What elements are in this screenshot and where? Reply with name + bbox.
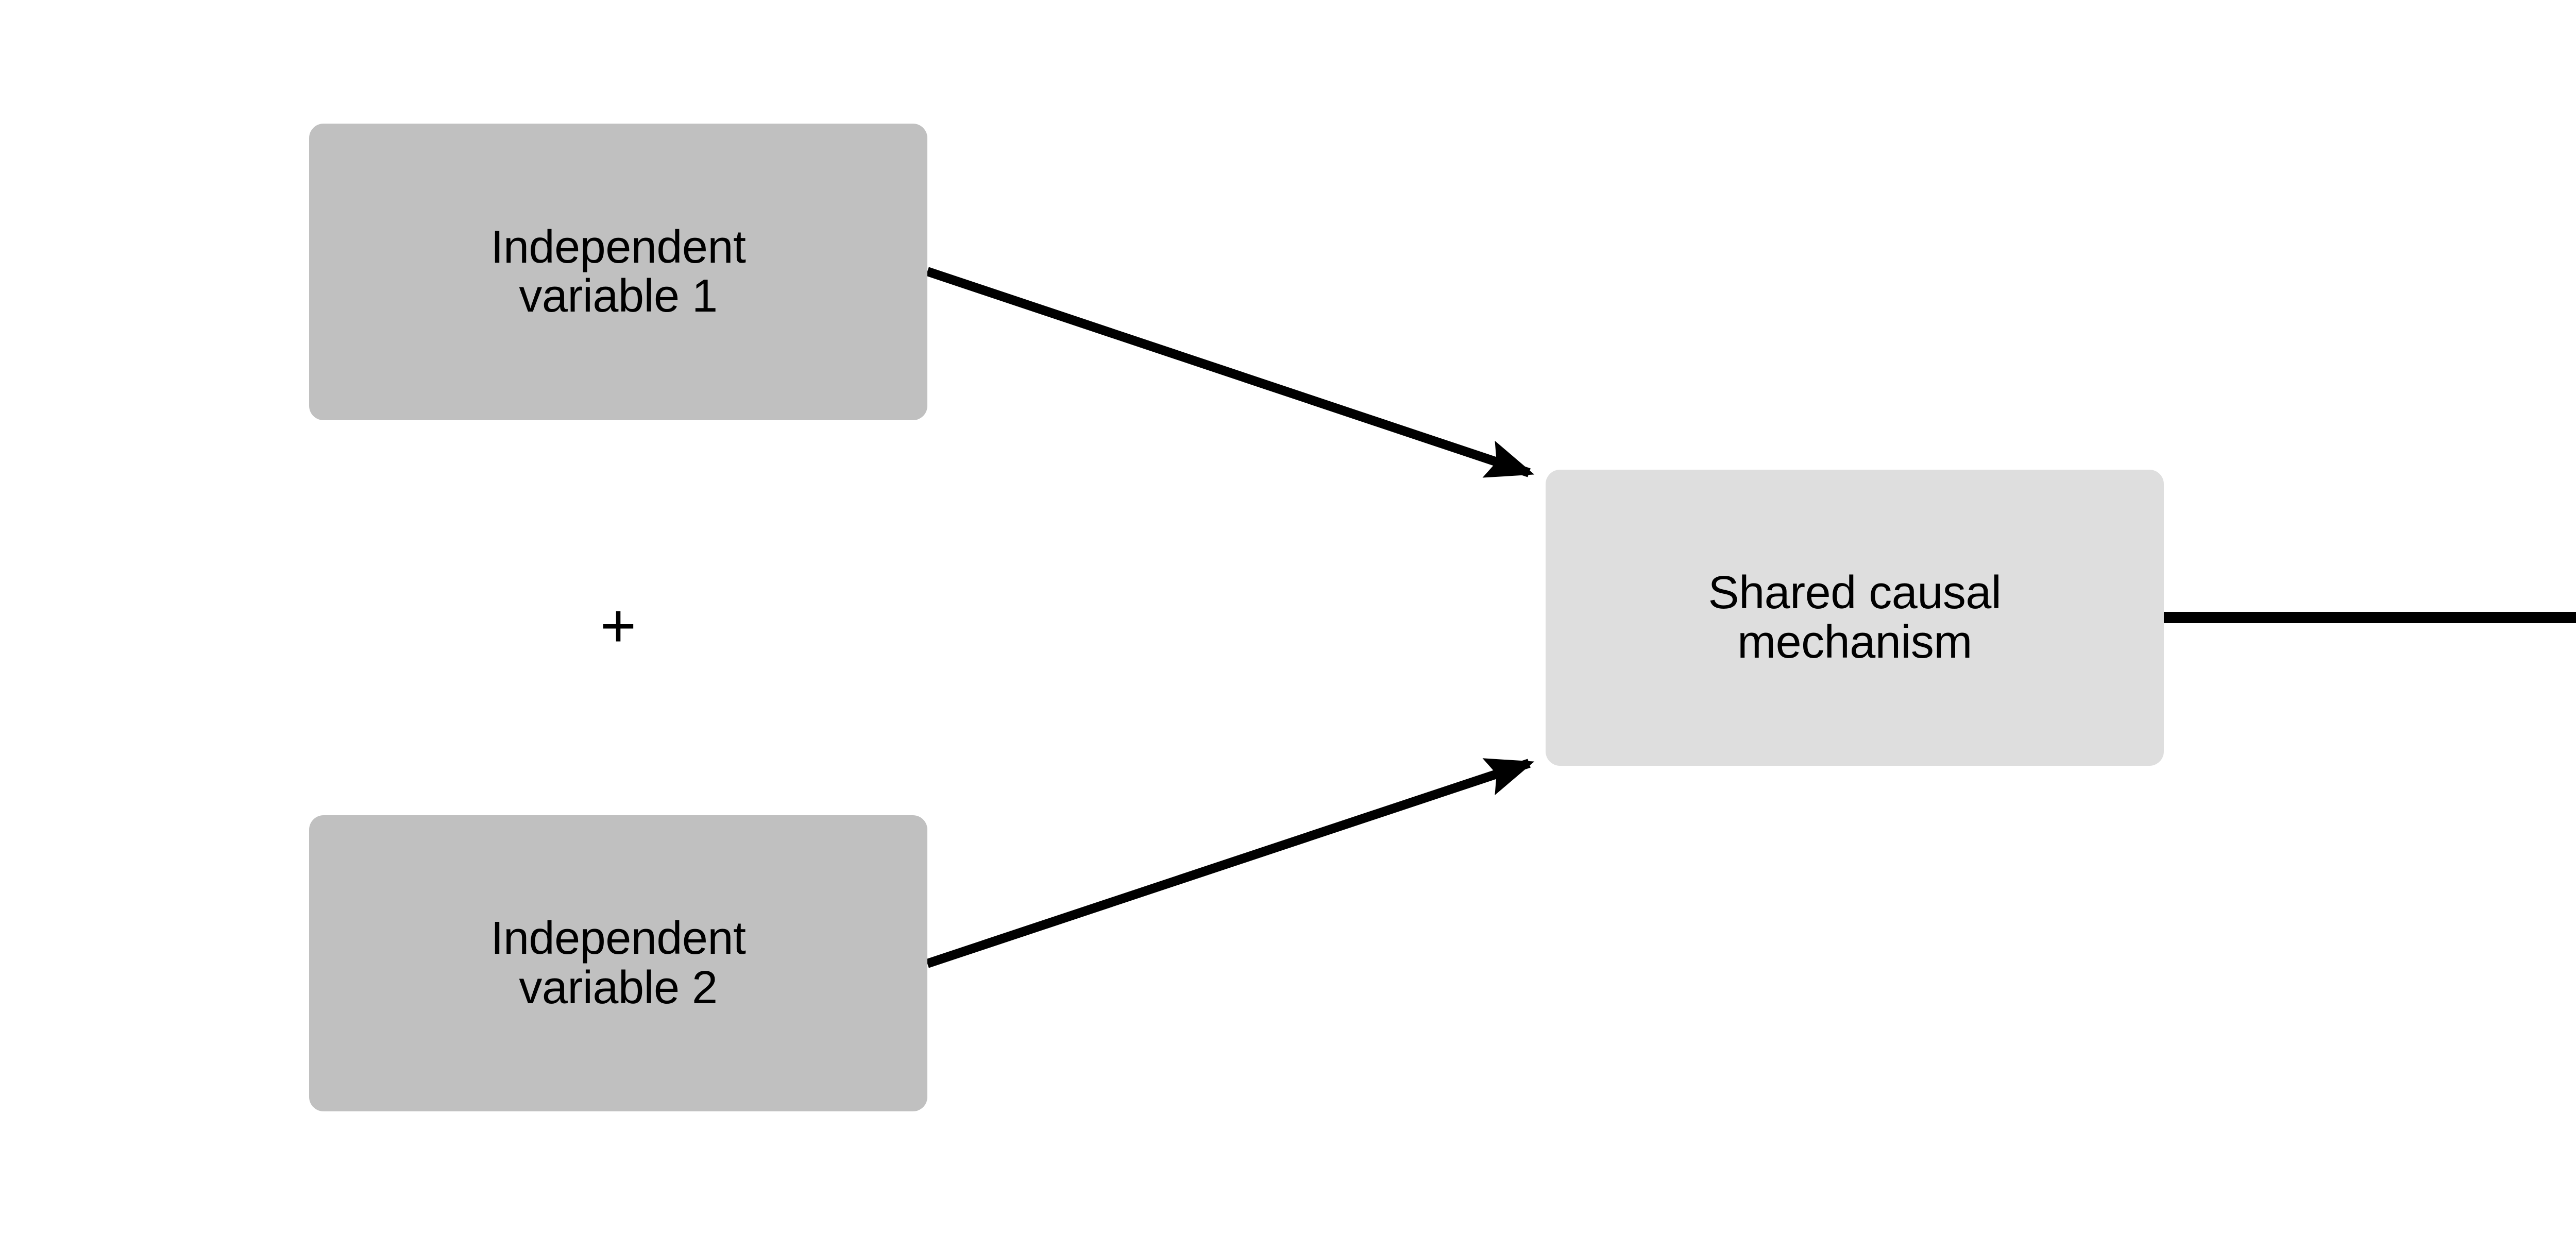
plus-operator-glyph: +	[600, 591, 637, 660]
node-label-independent-variable-1: Independent variable 1	[490, 221, 747, 322]
node-label-independent-variable-2: Independent variable 2	[490, 913, 747, 1014]
edge-iv1-to-mechanism	[926, 267, 1535, 478]
node-independent-variable-2[interactable]: Independent variable 2	[309, 815, 927, 1111]
plus-operator-icon: +	[546, 582, 690, 670]
node-label-shared-causal-mechanism: Shared causal mechanism	[1708, 567, 2002, 668]
edge-iv2-to-mechanism	[926, 758, 1535, 968]
node-independent-variable-1[interactable]: Independent variable 1	[309, 124, 927, 420]
node-shared-causal-mechanism[interactable]: Shared causal mechanism	[1546, 470, 2164, 766]
